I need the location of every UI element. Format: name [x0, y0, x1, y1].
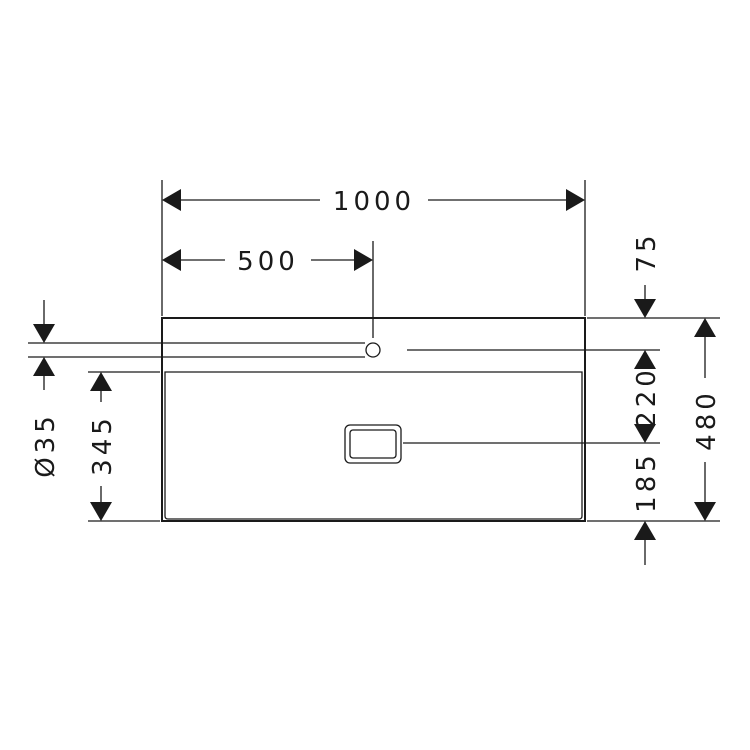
arrow-head: [634, 521, 656, 540]
dimension-label-220: 220: [632, 366, 662, 428]
dimension-label-480: 480: [692, 389, 722, 451]
arrow-head: [566, 189, 585, 211]
basin-bowl: [164, 371, 583, 520]
arrow-head: [33, 324, 55, 343]
dimension-label-345: 345: [88, 414, 118, 476]
arrow-head: [634, 350, 656, 369]
dimension-total-depth: 480: [692, 318, 722, 521]
dimension-label-185: 185: [632, 451, 662, 513]
dimension-top-offset: 75: [632, 231, 662, 318]
arrow-head: [162, 249, 181, 271]
tap-hole: [365, 342, 381, 358]
arrow-head: [354, 249, 373, 271]
dimension-width-total: 1000: [161, 180, 586, 316]
arrow-head: [162, 189, 181, 211]
waste-outlet-outer: [344, 424, 402, 464]
arrow-head: [634, 424, 656, 443]
dimension-label-75: 75: [632, 231, 662, 272]
dimension-label-1000: 1000: [333, 187, 415, 217]
dimension-tap-hole: Ø35: [28, 300, 365, 478]
dimension-tap-to-waste: 220: [632, 350, 662, 443]
arrow-head: [634, 299, 656, 318]
dimension-label-500: 500: [237, 247, 299, 277]
right-extension-lines: [403, 317, 720, 522]
arrow-head: [90, 502, 112, 521]
basin-outer-body: [161, 317, 586, 522]
dimension-bowl-depth-left: 345: [88, 371, 160, 522]
basin-outline: [161, 317, 586, 522]
dimension-label-diameter-35: Ø35: [31, 412, 61, 478]
arrow-head: [33, 357, 55, 376]
waste-outlet-inner: [349, 429, 397, 459]
dimension-tap-position: 500: [162, 241, 374, 338]
arrow-head: [694, 502, 716, 521]
arrow-head: [90, 372, 112, 391]
dimension-waste-to-front: 185: [632, 451, 662, 565]
arrow-head: [694, 318, 716, 337]
